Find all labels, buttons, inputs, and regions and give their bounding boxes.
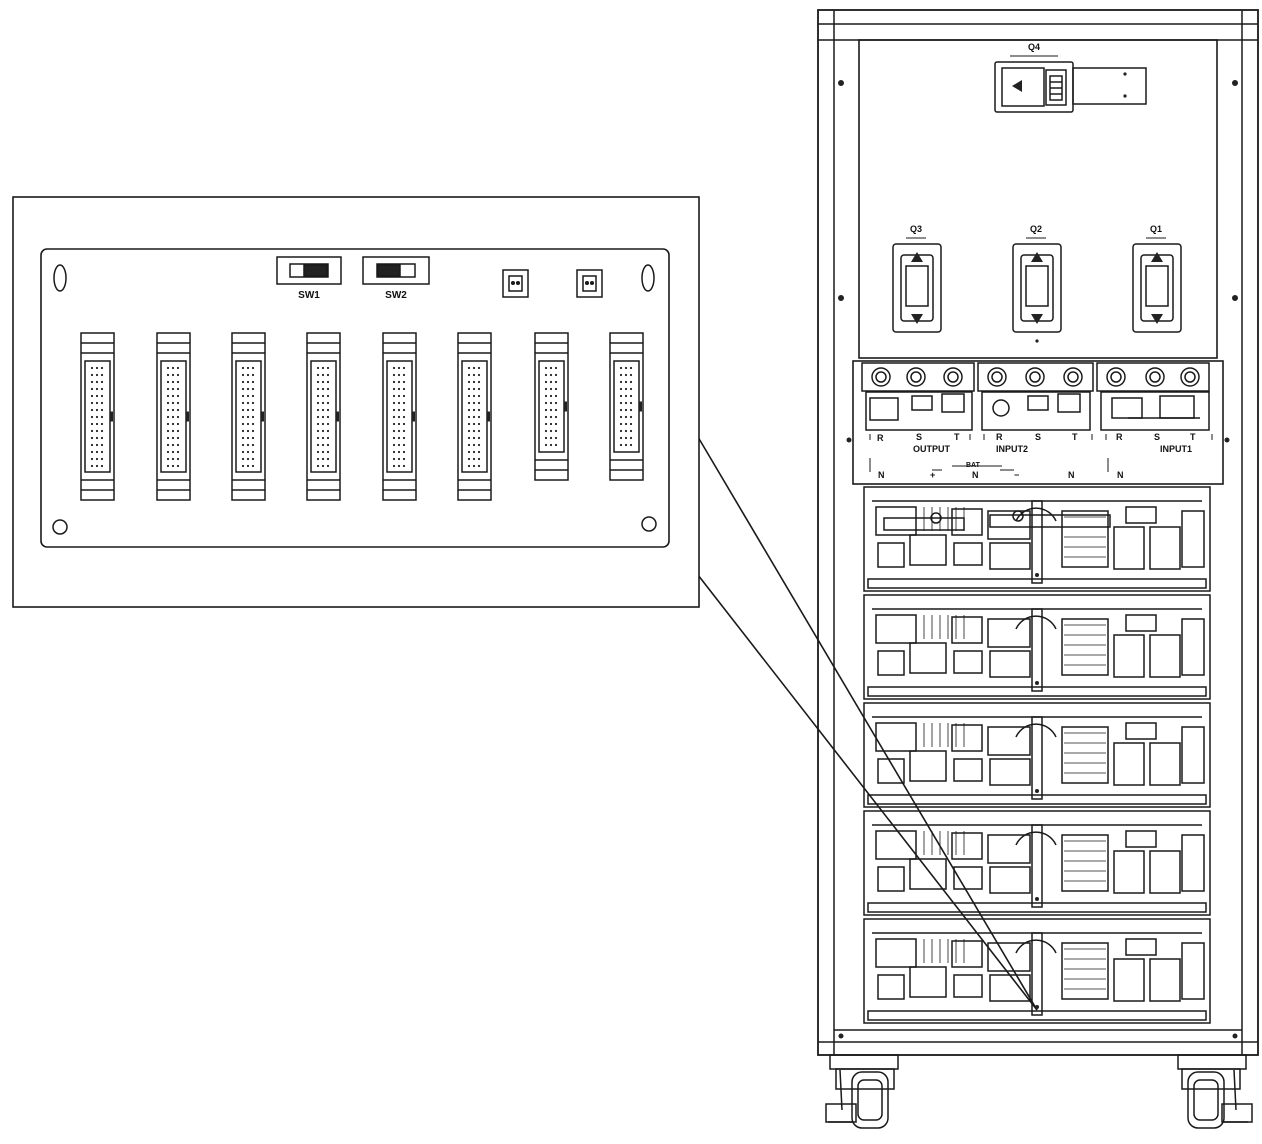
svg-text:N: N xyxy=(878,470,885,480)
power-modules xyxy=(863,486,1211,1024)
ribbon-connector xyxy=(457,332,492,501)
svg-text:−: − xyxy=(1014,470,1019,480)
ribbon-connector xyxy=(156,332,191,501)
power-module xyxy=(863,918,1211,1024)
terminal-labels: R S T OUTPUT R S T INPUT2 R S T INPUT1 B… xyxy=(877,432,1196,480)
mount-slot-icon xyxy=(53,264,67,292)
svg-text:N: N xyxy=(1068,470,1075,480)
power-module xyxy=(863,486,1211,592)
svg-text:N: N xyxy=(972,470,979,480)
svg-text:R: R xyxy=(877,433,884,443)
breaker-label: Q1 xyxy=(1150,224,1162,234)
q4-label: Q4 xyxy=(1028,42,1040,52)
breaker-label: Q2 xyxy=(1030,224,1042,234)
mount-hole-icon xyxy=(641,516,657,532)
sw1-label: SW1 xyxy=(298,290,320,301)
ribbon-connector xyxy=(534,332,569,481)
svg-text:S: S xyxy=(1154,432,1160,442)
caster-right xyxy=(1177,1054,1253,1129)
input1-label: INPUT1 xyxy=(1160,444,1192,454)
svg-text:T: T xyxy=(954,432,960,442)
ribbon-connector xyxy=(609,332,644,481)
mount-slot-icon xyxy=(641,264,655,292)
terminal-blocks xyxy=(861,362,1210,431)
svg-text:R: R xyxy=(1116,432,1123,442)
breakers: Q3 Q2 Q1 xyxy=(892,224,1182,333)
breaker-q3: Q3 xyxy=(892,224,942,333)
battery-busbar xyxy=(883,510,1111,531)
dip-switch-sw2 xyxy=(362,256,430,285)
power-module xyxy=(863,702,1211,808)
sw2-label: SW2 xyxy=(385,290,407,301)
ribbon-connector xyxy=(382,332,417,501)
mount-hole-icon xyxy=(52,519,68,535)
ups-cabinet: Q4 Q3 Q2 Q1 xyxy=(817,9,1259,1129)
input2-label: INPUT2 xyxy=(996,444,1028,454)
cabinet-screws xyxy=(838,80,1238,1039)
main-breaker-q4 xyxy=(994,61,1147,113)
svg-text:T: T xyxy=(1072,432,1078,442)
svg-text:S: S xyxy=(1035,432,1041,442)
breaker-q1: Q1 xyxy=(1132,224,1182,333)
power-module xyxy=(863,594,1211,700)
breaker-q2: Q2 xyxy=(1012,224,1062,333)
breaker-label: Q3 xyxy=(910,224,922,234)
ribbon-connector xyxy=(80,332,115,501)
svg-text:+: + xyxy=(930,470,935,480)
svg-text:T: T xyxy=(1190,432,1196,442)
ribbon-connectors xyxy=(80,332,644,501)
output-label: OUTPUT xyxy=(913,444,951,454)
svg-text:N: N xyxy=(1117,470,1124,480)
small-port xyxy=(502,269,529,298)
dip-switch-sw1 xyxy=(276,256,342,285)
small-port xyxy=(576,269,603,298)
svg-text:S: S xyxy=(916,432,922,442)
ribbon-connector xyxy=(231,332,266,501)
callout-lines xyxy=(697,436,1038,1011)
ribbon-connector xyxy=(306,332,341,501)
svg-text:R: R xyxy=(996,432,1003,442)
zoom-panel: SW1 SW2 xyxy=(12,196,700,608)
power-module xyxy=(863,810,1211,916)
caster-left xyxy=(825,1054,899,1129)
